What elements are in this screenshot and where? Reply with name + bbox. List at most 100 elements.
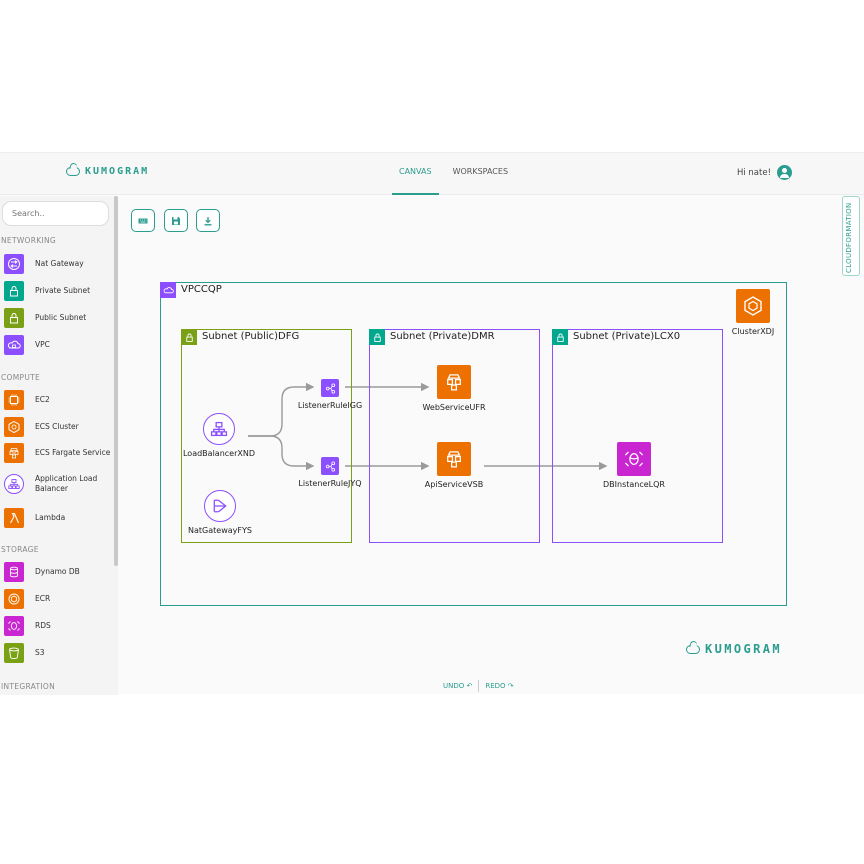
lock-icon xyxy=(369,329,385,345)
subnet-title: Subnet (Private)DMR xyxy=(390,331,495,342)
database-icon xyxy=(4,562,24,582)
node-label: DBInstanceLQR xyxy=(603,480,665,489)
listener-icon xyxy=(321,457,339,475)
node-listener-rule-jyq[interactable]: ListenerRuleJYQ xyxy=(292,457,368,488)
vpc-title: VPCCQP xyxy=(181,284,222,295)
chip-icon xyxy=(4,390,24,410)
user-menu[interactable]: Hi nate! xyxy=(737,165,792,180)
watermark-logo: KUMOGRAM xyxy=(686,642,782,656)
vpc-cloud-icon xyxy=(160,282,176,298)
sidebar-item-label: EC2 xyxy=(35,395,50,404)
sidebar-item-label: S3 xyxy=(35,648,45,657)
vpc-container[interactable]: VPCCQP xyxy=(160,282,787,606)
node-load-balancer[interactable]: LoadBalancerXND xyxy=(176,413,262,458)
history-divider xyxy=(478,680,480,692)
component-sidebar: NETWORKING Nat Gateway Private Subnet Pu… xyxy=(0,196,118,695)
node-label: ApiServiceVSB xyxy=(424,480,484,489)
sidebar-item-public-subnet[interactable]: Public Subnet xyxy=(4,308,112,328)
vpc-cloud-icon xyxy=(4,335,24,355)
tab-workspaces[interactable]: WORKSPACES xyxy=(452,167,509,176)
subnet-public-dfg[interactable]: Subnet (Public)DFG xyxy=(181,329,352,543)
sidebar-scrollbar[interactable] xyxy=(114,196,118,566)
sidebar-item-lambda[interactable]: Lambda xyxy=(4,508,112,528)
subnet-private-dmr[interactable]: Subnet (Private)DMR xyxy=(369,329,540,543)
bucket-icon xyxy=(4,643,24,663)
save-button[interactable] xyxy=(164,209,188,232)
rds-icon xyxy=(617,442,651,476)
section-storage: STORAGE xyxy=(1,545,39,554)
sidebar-item-s3[interactable]: S3 xyxy=(4,643,112,663)
section-networking: NETWORKING xyxy=(1,236,57,245)
ecs-cluster-icon xyxy=(736,289,770,323)
save-icon xyxy=(172,216,180,225)
app-window: KUMOGRAM CANVAS WORKSPACES Hi nate! NETW… xyxy=(0,152,864,695)
subnet-title: Subnet (Public)DFG xyxy=(202,331,300,342)
redo-icon: ↷ xyxy=(507,682,514,690)
brand-logo[interactable]: KUMOGRAM xyxy=(66,166,149,177)
undo-label: UNDO xyxy=(443,682,465,690)
sidebar-item-ec2[interactable]: EC2 xyxy=(4,390,112,410)
top-bar: KUMOGRAM CANVAS WORKSPACES Hi nate! xyxy=(0,153,864,195)
download-icon xyxy=(204,216,212,225)
sidebar-item-dynamo-db[interactable]: Dynamo DB xyxy=(4,562,112,582)
sidebar-item-label: Nat Gateway xyxy=(35,259,84,268)
nat-gateway-icon xyxy=(4,254,24,274)
redo-button[interactable]: REDO ↷ xyxy=(485,682,513,690)
undo-icon: ↶ xyxy=(466,682,473,690)
keyboard-icon xyxy=(138,218,148,223)
sidebar-item-ecs-fargate-service[interactable]: ECS Fargate Service xyxy=(4,443,112,463)
sidebar-item-label: RDS xyxy=(35,621,51,630)
keyboard-button[interactable] xyxy=(131,209,155,232)
fargate-service-icon xyxy=(437,442,471,476)
load-balancer-icon xyxy=(4,474,24,494)
section-compute: COMPUTE xyxy=(1,373,41,382)
watermark-brand: KUMOGRAM xyxy=(705,642,782,656)
sidebar-item-nat-gateway[interactable]: Nat Gateway xyxy=(4,254,112,274)
fargate-service-icon xyxy=(437,365,471,399)
node-api-service[interactable]: ApiServiceVSB xyxy=(414,442,494,489)
sidebar-item-rds[interactable]: RDS xyxy=(4,616,112,636)
node-listener-rule-igg[interactable]: ListenerRuleIGG xyxy=(292,379,368,410)
avatar-icon[interactable] xyxy=(777,165,792,180)
sidebar-item-ecr[interactable]: ECR xyxy=(4,589,112,609)
lock-icon xyxy=(4,281,24,301)
lambda-icon xyxy=(4,508,24,528)
cloud-icon xyxy=(66,167,80,176)
node-label: ListenerRuleIGG xyxy=(297,401,363,410)
search-input[interactable] xyxy=(2,201,109,226)
lock-icon xyxy=(4,308,24,328)
cluster-icon xyxy=(4,417,24,437)
fargate-icon xyxy=(4,443,24,463)
tab-canvas[interactable]: CANVAS xyxy=(392,153,439,195)
node-label: ClusterXDJ xyxy=(731,327,775,336)
rds-icon xyxy=(4,616,24,636)
node-nat-gateway[interactable]: NatGatewayFYS xyxy=(180,490,260,535)
sidebar-item-label: Private Subnet xyxy=(35,286,91,295)
sidebar-item-label: Application Load Balancer xyxy=(35,474,98,493)
node-web-service[interactable]: WebServiceUFR xyxy=(414,365,494,412)
sidebar-item-private-subnet[interactable]: Private Subnet xyxy=(4,281,112,301)
listener-icon xyxy=(321,379,339,397)
history-controls: UNDO ↶ REDO ↷ xyxy=(443,680,514,692)
load-balancer-icon xyxy=(203,413,235,445)
user-greeting: Hi nate! xyxy=(736,167,771,178)
sidebar-item-vpc[interactable]: VPC xyxy=(4,335,112,355)
download-button[interactable] xyxy=(196,209,220,232)
cloudformation-tab[interactable]: CLOUDFORMATION xyxy=(842,196,860,276)
registry-icon xyxy=(4,589,24,609)
sidebar-item-label: ECS Fargate Service xyxy=(35,448,111,457)
lock-icon xyxy=(181,329,197,345)
node-cluster[interactable]: ClusterXDJ xyxy=(718,289,788,336)
node-db-instance[interactable]: DBInstanceLQR xyxy=(594,442,674,489)
undo-button[interactable]: UNDO ↶ xyxy=(443,682,472,690)
node-label: NatGatewayFYS xyxy=(188,526,252,535)
sidebar-item-ecs-cluster[interactable]: ECS Cluster xyxy=(4,417,112,437)
sidebar-item-application-load-balancer[interactable]: Application Load Balancer xyxy=(4,474,112,494)
cloud-icon xyxy=(686,644,700,654)
brand-name: KUMOGRAM xyxy=(85,166,150,177)
redo-label: REDO xyxy=(485,682,506,690)
subnet-private-lcx0[interactable]: Subnet (Private)LCX0 xyxy=(552,329,723,543)
node-label: LoadBalancerXND xyxy=(182,449,255,458)
sidebar-item-label: VPC xyxy=(35,340,50,349)
sidebar-item-label: ECR xyxy=(35,594,51,603)
